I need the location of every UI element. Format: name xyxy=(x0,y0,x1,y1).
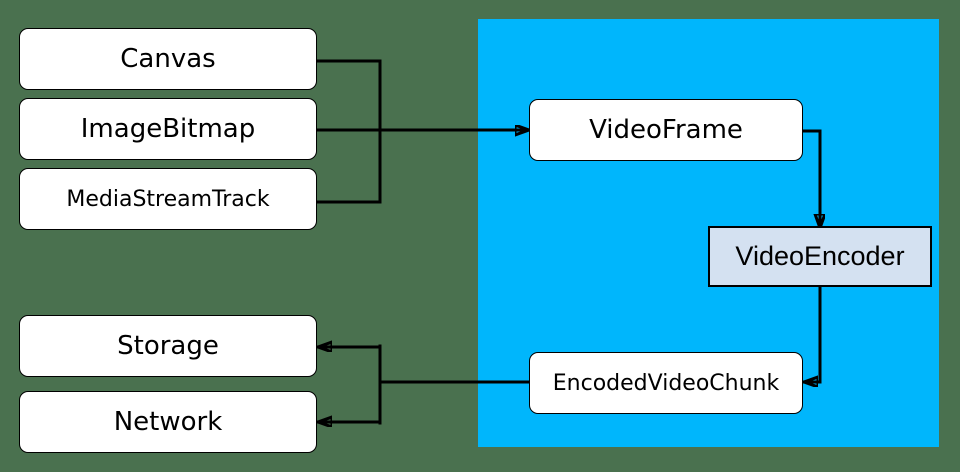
node-encodedvideochunk-label: EncodedVideoChunk xyxy=(552,370,780,396)
node-canvas-label: Canvas xyxy=(120,44,216,74)
node-network-label: Network xyxy=(113,407,223,437)
node-storage-label: Storage xyxy=(117,331,219,361)
node-videoencoder: VideoEncoder xyxy=(708,226,932,287)
node-network: Network xyxy=(19,391,317,453)
node-imagebitmap-label: ImageBitmap xyxy=(80,114,256,144)
node-storage: Storage xyxy=(19,315,317,377)
node-videoframe-label: VideoFrame xyxy=(589,115,743,145)
node-videoencoder-label: VideoEncoder xyxy=(735,241,905,271)
node-imagebitmap: ImageBitmap xyxy=(19,98,317,160)
edge-sources-junction xyxy=(315,59,382,204)
node-canvas: Canvas xyxy=(19,28,317,90)
node-mediastreamtrack-label: MediaStreamTrack xyxy=(66,186,270,212)
node-mediastreamtrack: MediaStreamTrack xyxy=(19,168,317,230)
node-videoframe: VideoFrame xyxy=(529,99,803,161)
node-encodedvideochunk: EncodedVideoChunk xyxy=(529,352,803,414)
